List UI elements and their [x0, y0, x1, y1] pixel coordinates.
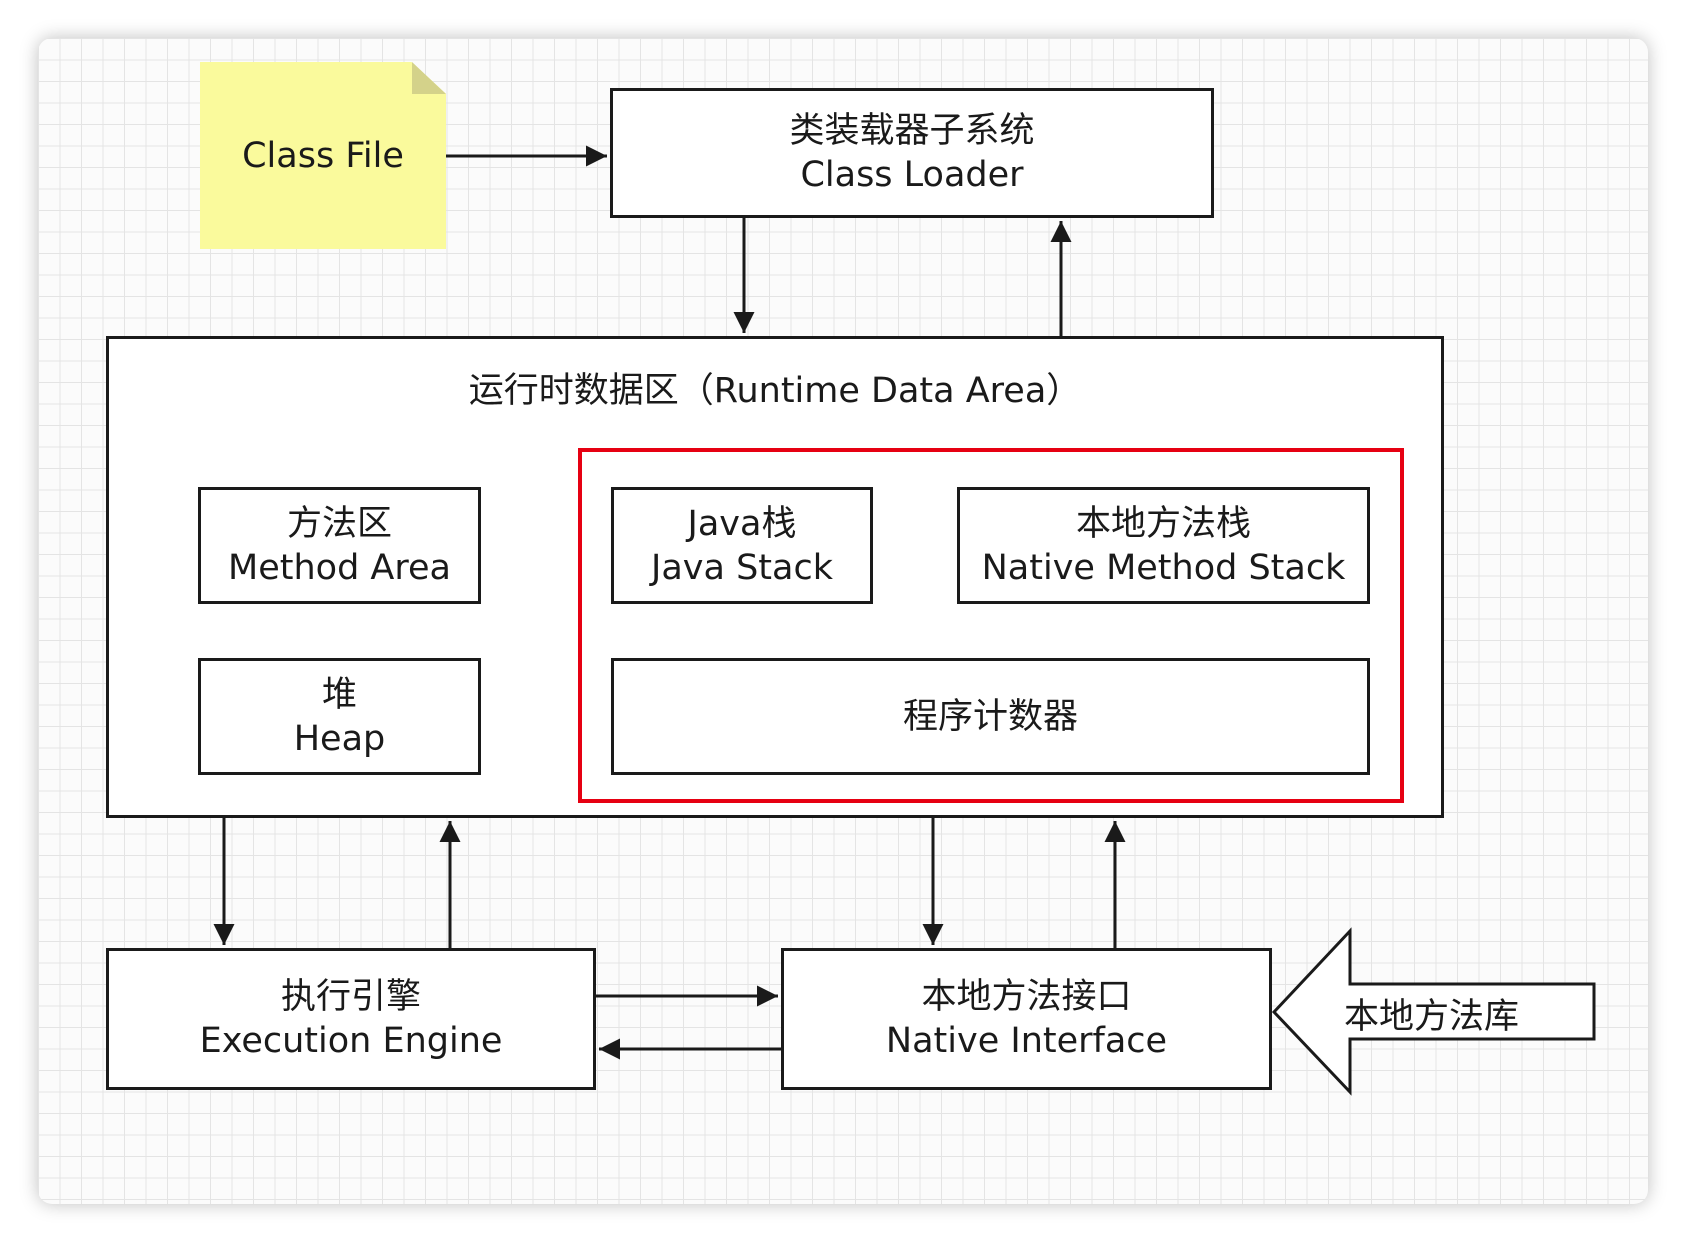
- native-method-stack-box[interactable]: 本地方法栈 Native Method Stack: [957, 487, 1370, 604]
- program-counter-cn: 程序计数器: [902, 696, 1078, 737]
- class-loader-en: Class Loader: [800, 155, 1024, 195]
- native-library-label: 本地方法库: [1344, 997, 1520, 1037]
- execution-engine-box[interactable]: 执行引擎 Execution Engine: [106, 948, 596, 1090]
- class-file-label: Class File: [242, 135, 404, 176]
- runtime-data-area-title: 运行时数据区（Runtime Data Area）: [468, 371, 1082, 411]
- native-library-block-arrow: [1271, 927, 1596, 1096]
- java-stack-box[interactable]: Java栈 Java Stack: [611, 487, 873, 604]
- program-counter-box[interactable]: 程序计数器: [611, 658, 1370, 775]
- native-interface-cn: 本地方法接口: [921, 977, 1132, 1017]
- class-file-note[interactable]: Class File: [200, 62, 446, 249]
- java-stack-cn: Java栈: [687, 503, 797, 544]
- thread-private-highlight-frame: [578, 448, 1404, 803]
- class-loader-cn: 类装载器子系统: [789, 111, 1035, 151]
- heap-box[interactable]: 堆 Heap: [198, 658, 481, 775]
- native-method-stack-en: Native Method Stack: [981, 547, 1346, 588]
- native-interface-box[interactable]: 本地方法接口 Native Interface: [781, 948, 1272, 1090]
- connector-arrows: [213, 145, 1596, 1096]
- heap-cn: 堆: [321, 674, 357, 715]
- diagram-canvas: Class File 类装载器子系统 Class Loader 运行时数据区（R…: [38, 38, 1648, 1204]
- execution-engine-cn: 执行引擎: [280, 977, 421, 1017]
- class-loader-box[interactable]: 类装载器子系统 Class Loader: [610, 88, 1214, 218]
- native-interface-en: Native Interface: [885, 1021, 1168, 1061]
- method-area-box[interactable]: 方法区 Method Area: [198, 487, 481, 604]
- method-area-cn: 方法区: [286, 503, 392, 544]
- execution-engine-en: Execution Engine: [199, 1021, 503, 1061]
- native-method-stack-cn: 本地方法栈: [1075, 503, 1251, 544]
- heap-en: Heap: [293, 718, 386, 759]
- java-stack-en: Java Stack: [651, 547, 833, 588]
- method-area-en: Method Area: [228, 547, 451, 588]
